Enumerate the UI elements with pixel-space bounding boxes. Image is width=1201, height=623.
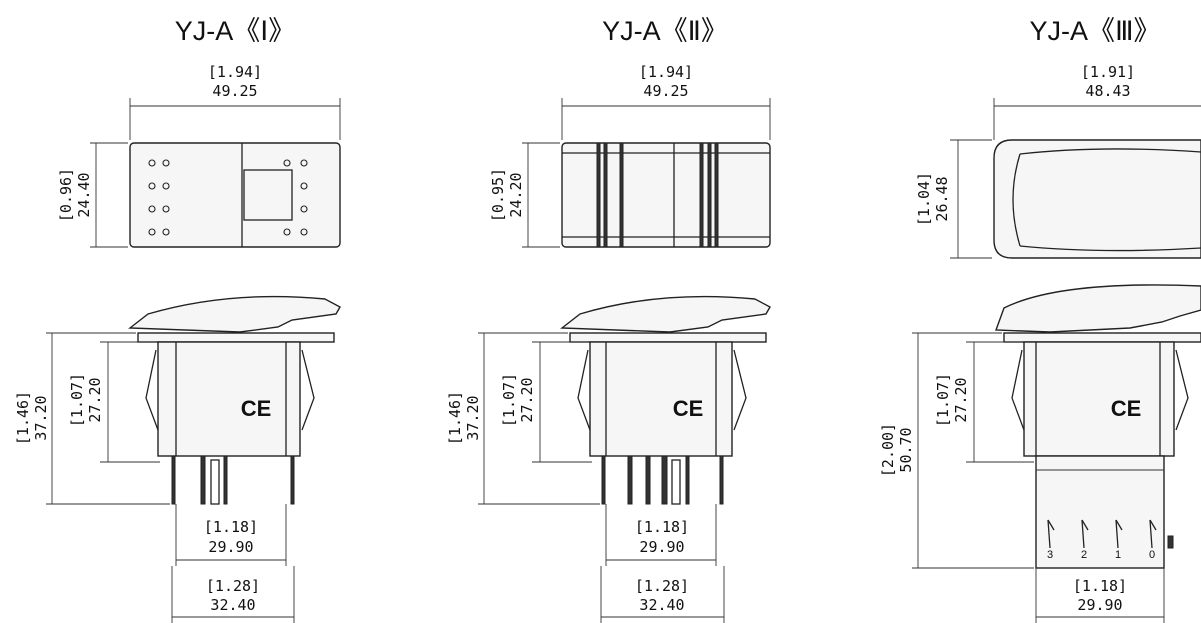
total-height-inch: [2.00]	[879, 423, 897, 477]
top-height-dimension: [0.95] 24.20	[489, 142, 560, 248]
pin-label-0: 0	[1149, 549, 1155, 561]
inner-width-inch: [1.18]	[1073, 577, 1127, 595]
top-width-inch: [1.91]	[1081, 63, 1135, 81]
inner-width-dimension: [1.18] 29.90	[1035, 568, 1165, 623]
top-height-inch: [0.96]	[57, 168, 75, 222]
top-width-inch: [1.94]	[639, 63, 693, 81]
outer-width-mm: 32.40	[210, 596, 255, 614]
top-height-mm: 24.40	[75, 172, 93, 217]
body-height-dimension: [1.07] 27.20	[500, 341, 592, 463]
total-height-dimension: [2.00] 50.70	[879, 332, 1034, 569]
drawing-title: YJ-A《Ⅰ》	[175, 16, 295, 46]
top-height-inch: [0.95]	[489, 168, 507, 222]
top-height-mm: 24.20	[507, 172, 525, 217]
top-view	[993, 139, 1201, 259]
ce-mark: CE	[1111, 396, 1142, 421]
top-height-dimension: [0.96] 24.40	[57, 142, 128, 248]
drawing-yja-2: YJ-A《Ⅱ》 [1.94] 49.25 [0.95] 24.20	[446, 16, 771, 623]
outer-width-dimension: [1.28] 32.40	[171, 566, 295, 623]
body-height-mm: 27.20	[86, 377, 104, 422]
body-height-inch: [1.07]	[934, 373, 952, 427]
inner-width-inch: [1.18]	[635, 518, 689, 536]
side-view: CE	[128, 295, 341, 505]
inner-width-dimension: [1.18] 29.90	[605, 504, 717, 566]
inner-width-mm: 29.90	[208, 538, 253, 556]
outer-width-dimension: [1.28] 32.40	[600, 566, 725, 623]
pin-label-3: 3	[1047, 549, 1053, 561]
inner-width-mm: 29.90	[1077, 596, 1122, 614]
top-height-dimension: [1.04] 26.48	[915, 139, 992, 259]
pin-label-1: 1	[1115, 549, 1121, 561]
outer-width-inch: [1.28]	[635, 577, 689, 595]
top-height-mm: 26.48	[933, 176, 951, 221]
ce-mark: CE	[241, 396, 272, 421]
terminal-base	[1035, 455, 1174, 569]
ce-mark: CE	[673, 396, 704, 421]
inner-width-mm: 29.90	[639, 538, 684, 556]
top-view	[129, 142, 341, 248]
top-width-inch: [1.94]	[208, 63, 262, 81]
pin-label-2: 2	[1081, 549, 1087, 561]
body-height-inch: [1.07]	[68, 373, 86, 427]
terminal-pins	[601, 455, 724, 505]
drawing-title: YJ-A《Ⅲ》	[1029, 16, 1160, 46]
top-width-mm: 49.25	[643, 82, 688, 100]
total-height-mm: 50.70	[897, 427, 915, 472]
side-view: CE	[560, 295, 771, 505]
top-width-dimension: [1.91] 48.43	[993, 63, 1201, 140]
inner-width-inch: [1.18]	[204, 518, 258, 536]
total-height-inch: [1.46]	[14, 391, 32, 445]
body-height-dimension: [1.07] 27.20	[934, 341, 1034, 463]
top-width-mm: 48.43	[1085, 82, 1130, 100]
body-height-mm: 27.20	[518, 377, 536, 422]
total-height-dimension: [1.46] 37.20	[446, 332, 600, 505]
total-height-mm: 37.20	[32, 395, 50, 440]
total-height-inch: [1.46]	[446, 391, 464, 445]
total-height-dimension: [1.46] 37.20	[14, 332, 170, 505]
top-width-dimension: [1.94] 49.25	[561, 63, 771, 140]
top-width-mm: 49.25	[212, 82, 257, 100]
top-view	[561, 142, 771, 248]
drawing-title: YJ-A《Ⅱ》	[602, 16, 728, 46]
inner-width-dimension: [1.18] 29.90	[175, 504, 287, 566]
body-height-inch: [1.07]	[500, 373, 518, 427]
body-height-dimension: [1.07] 27.20	[68, 341, 160, 463]
drawing-yja-1: YJ-A《Ⅰ》 [1.94] 49.25	[14, 16, 341, 623]
terminal-pins	[171, 455, 295, 505]
body-height-mm: 27.20	[952, 377, 970, 422]
drawing-yja-3: YJ-A《Ⅲ》 [1.91] 48.43 [1.04] 26.48	[879, 16, 1201, 623]
outer-width-mm: 32.40	[639, 596, 684, 614]
top-width-dimension: [1.94] 49.25	[129, 63, 341, 140]
outer-width-inch: [1.28]	[206, 577, 260, 595]
side-view: CE 3 2 1 0	[995, 284, 1201, 569]
total-height-mm: 37.20	[464, 395, 482, 440]
top-height-inch: [1.04]	[915, 172, 933, 226]
